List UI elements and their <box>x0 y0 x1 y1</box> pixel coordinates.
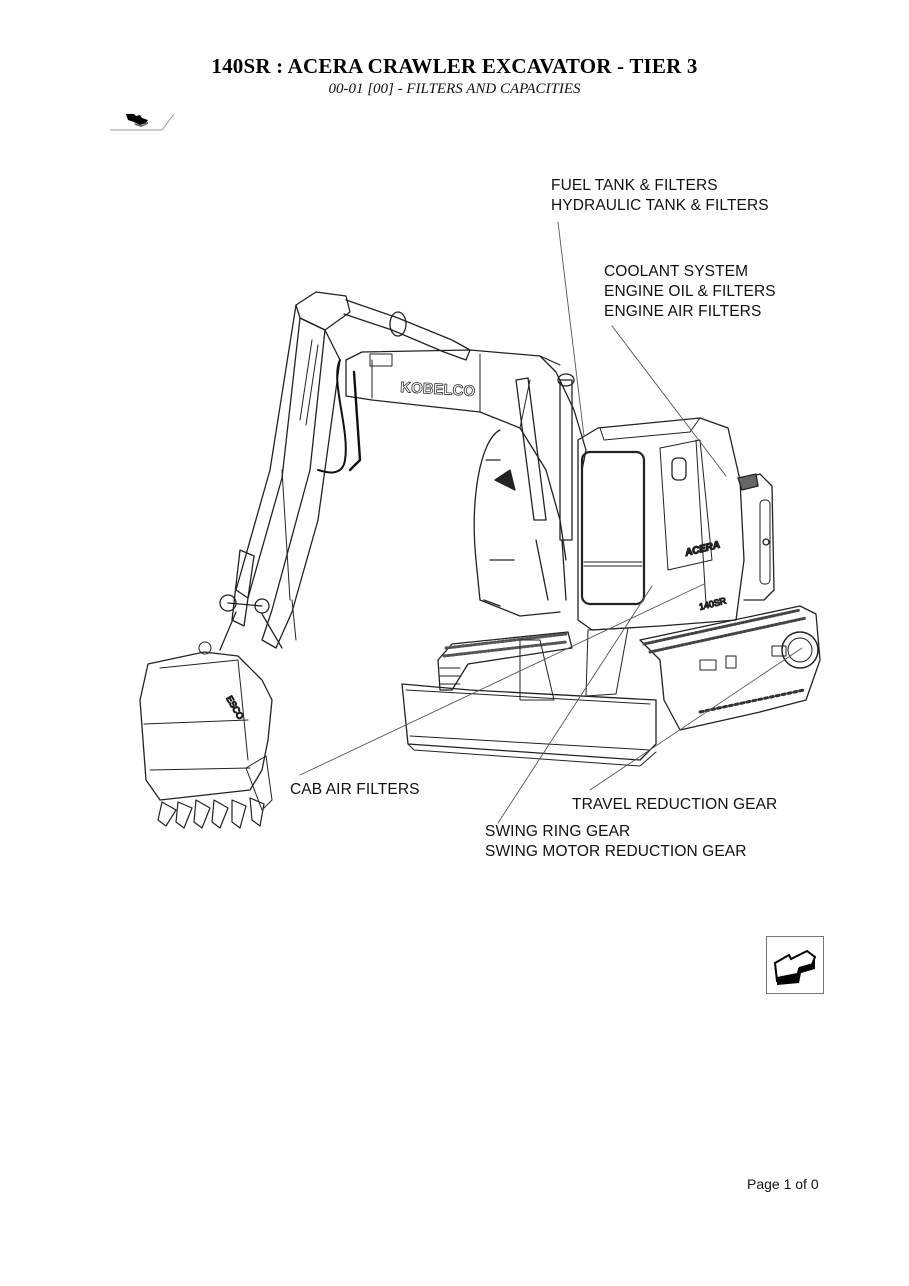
boom-logo-text: KOBELCO <box>400 379 476 400</box>
callout-line: TRAVEL REDUCTION GEAR <box>572 796 778 813</box>
callout-line: ENGINE AIR FILTERS <box>604 303 762 320</box>
callout-line: HYDRAULIC TANK & FILTERS <box>551 197 769 214</box>
undercarriage <box>437 605 821 731</box>
boom <box>345 349 587 561</box>
bucket: ESCO <box>139 641 273 829</box>
callout-travel: TRAVEL REDUCTION GEAR <box>572 795 777 815</box>
back-arrow-icon <box>110 113 175 131</box>
page-indicator: Page 1 of 0 <box>747 1176 819 1192</box>
callout-line: FUEL TANK & FILTERS <box>551 177 718 194</box>
callout-line: ENGINE OIL & FILTERS <box>604 283 776 300</box>
arm <box>219 291 351 651</box>
leader-swing <box>497 585 653 824</box>
leader-cab-air <box>299 583 705 776</box>
next-arrow-icon <box>773 949 817 985</box>
leader-travel <box>589 647 803 791</box>
leader-engine <box>611 325 727 477</box>
arm-line <box>281 469 297 641</box>
cab: ACERA 140SR <box>577 417 745 631</box>
back-navigation-button[interactable] <box>108 108 178 134</box>
arm-cylinder <box>343 299 471 361</box>
page-title: 140SR : ACERA CRAWLER EXCAVATOR - TIER 3 <box>211 54 698 78</box>
section-subtitle: 00-01 [00] - FILTERS AND CAPACITIES <box>328 81 581 97</box>
upper-structure <box>473 429 561 617</box>
callout-fuel-hydraulic: FUEL TANK & FILTERS HYDRAULIC TANK & FIL… <box>551 176 769 216</box>
callout-engine: COOLANT SYSTEM ENGINE OIL & FILTERS ENGI… <box>604 262 776 322</box>
dozer-blade <box>401 683 657 767</box>
leader-fuel-hydraulic <box>557 221 585 437</box>
callout-line: SWING RING GEAR <box>485 823 631 840</box>
callout-leader-lines <box>299 221 803 824</box>
engine-housing <box>737 473 775 601</box>
next-page-button[interactable] <box>766 936 824 994</box>
callout-cab-air: CAB AIR FILTERS <box>290 780 420 800</box>
model-decal-text: 140SR <box>698 595 728 611</box>
callout-line: SWING MOTOR REDUCTION GEAR <box>485 843 747 860</box>
callout-line: COOLANT SYSTEM <box>604 263 749 280</box>
excavator-illustration: KOBELCO ACERA 140SR <box>139 221 821 829</box>
boom-cylinders <box>515 373 575 601</box>
callout-swing: SWING RING GEAR SWING MOTOR REDUCTION GE… <box>485 822 747 862</box>
callout-line: CAB AIR FILTERS <box>290 781 420 798</box>
hydraulic-hose <box>317 359 347 474</box>
